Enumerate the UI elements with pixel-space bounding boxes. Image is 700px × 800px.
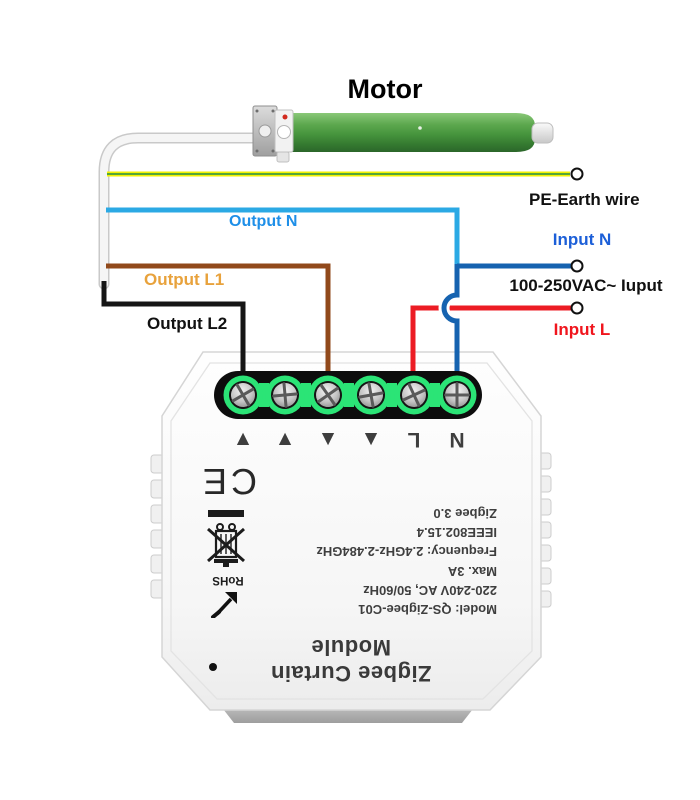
motor-title: Motor (347, 74, 423, 104)
tubular-motor (252, 105, 554, 163)
motor-dial (277, 125, 291, 139)
module-inner-outline (170, 362, 533, 700)
motor-head-hub (258, 124, 272, 138)
input-l-label: Input L (553, 320, 611, 339)
terminal-label-down-1: ▼ (317, 427, 339, 450)
module-led-dot (209, 663, 217, 671)
motor-led (282, 114, 288, 120)
pe-earth-terminal-circle (570, 167, 584, 181)
pe-earth-label: PE-Earth wire (529, 190, 640, 209)
spec-line-zigbee-version: Zigbee 3.0 (433, 506, 497, 522)
weee-icon (204, 509, 248, 567)
output-n-wire (106, 207, 460, 264)
output-l1-label: Output L1 (144, 270, 225, 289)
terminal-label-n: N (449, 428, 465, 451)
input-n-terminal-circle (570, 259, 584, 273)
vac-input-label: 100-250VAC~ Iuput (509, 276, 663, 295)
terminal-label-up-2: ▲ (274, 427, 296, 450)
input-l-wire (410, 305, 571, 384)
input-n-label: Input N (552, 230, 612, 249)
output-l2-wire (101, 281, 246, 384)
motor-cable (100, 134, 262, 288)
terminal-label-down-2: ▼ (360, 427, 382, 450)
spec-line-ieee: IEEE802.15.4 (416, 525, 497, 541)
spec-line-model: Model: QS-Zigbee-C01 (358, 602, 497, 618)
head-screw (271, 149, 275, 153)
product-name: Zigbee Curtain Module (270, 635, 432, 686)
terminal-block (214, 371, 482, 419)
output-n-label: Output N (229, 213, 298, 230)
ce-mark: CE (199, 461, 258, 502)
head-screw (255, 109, 259, 113)
output-l2-label: Output L2 (147, 314, 228, 333)
motor-body (290, 113, 535, 152)
terminal-label-up-1: ▲ (232, 427, 254, 450)
motor-head-tab (276, 151, 290, 163)
input-n-wire-vertical (441, 264, 460, 384)
input-l-terminal-circle (570, 301, 584, 315)
head-screw (255, 149, 259, 153)
module-body (161, 351, 542, 711)
output-l1-wire (106, 263, 331, 384)
head-screw (271, 109, 275, 113)
module-spec-text: Model: QS-Zigbee-C01 220-240V AC, 50/60H… (203, 504, 497, 619)
spec-line-voltage: 220-240V AC, 50/60Hz (363, 583, 497, 599)
spec-line-frequency: Frequency: 2.4GHz-2.484GHz (316, 544, 497, 560)
terminal-label-l: L (407, 428, 421, 451)
terminal-screws (229, 381, 471, 409)
spec-line-max-current: Max. 3A (447, 563, 497, 579)
motor-body-dot (418, 126, 422, 130)
motor-end-cap (531, 122, 554, 144)
